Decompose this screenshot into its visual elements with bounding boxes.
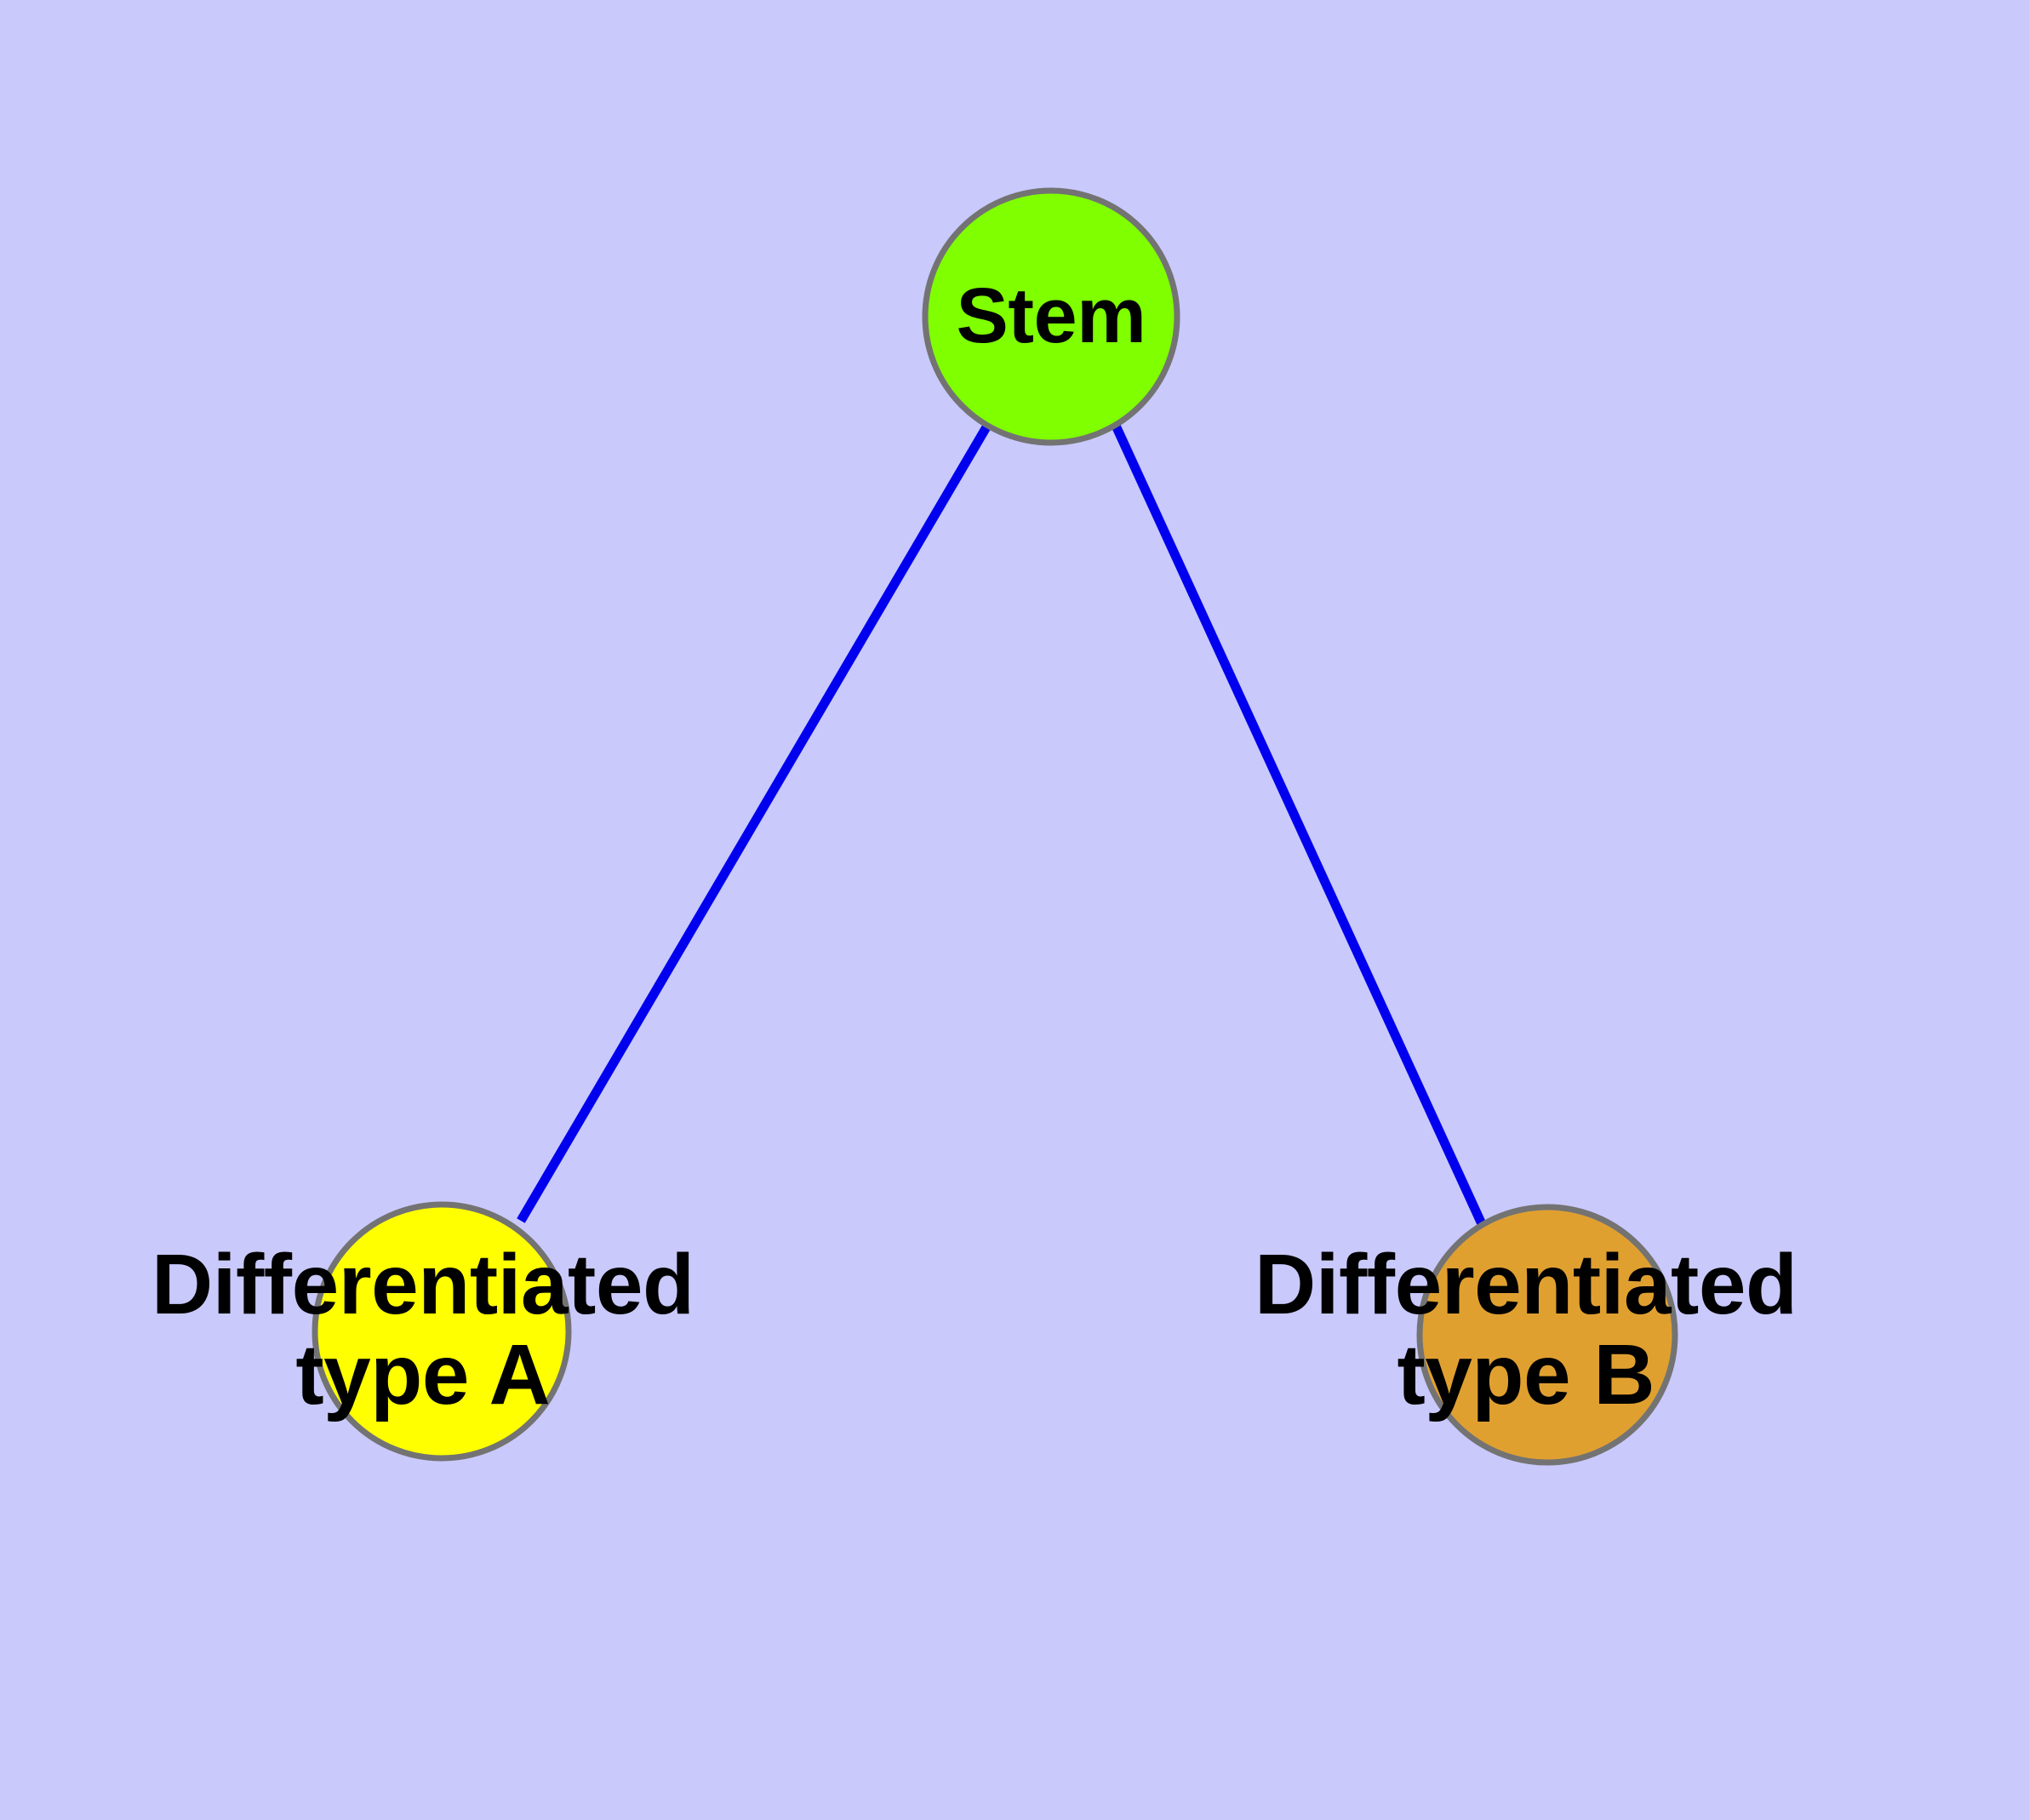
graph-edge[interactable] bbox=[1112, 423, 1487, 1228]
nodes-group bbox=[311, 187, 1678, 1466]
graph-node-diff-b[interactable] bbox=[1416, 1204, 1678, 1466]
graph-edge[interactable] bbox=[517, 423, 992, 1223]
graph-node-diff-a[interactable] bbox=[311, 1201, 572, 1462]
edges-group bbox=[517, 423, 1487, 1228]
graph-node-stem[interactable] bbox=[922, 187, 1180, 446]
